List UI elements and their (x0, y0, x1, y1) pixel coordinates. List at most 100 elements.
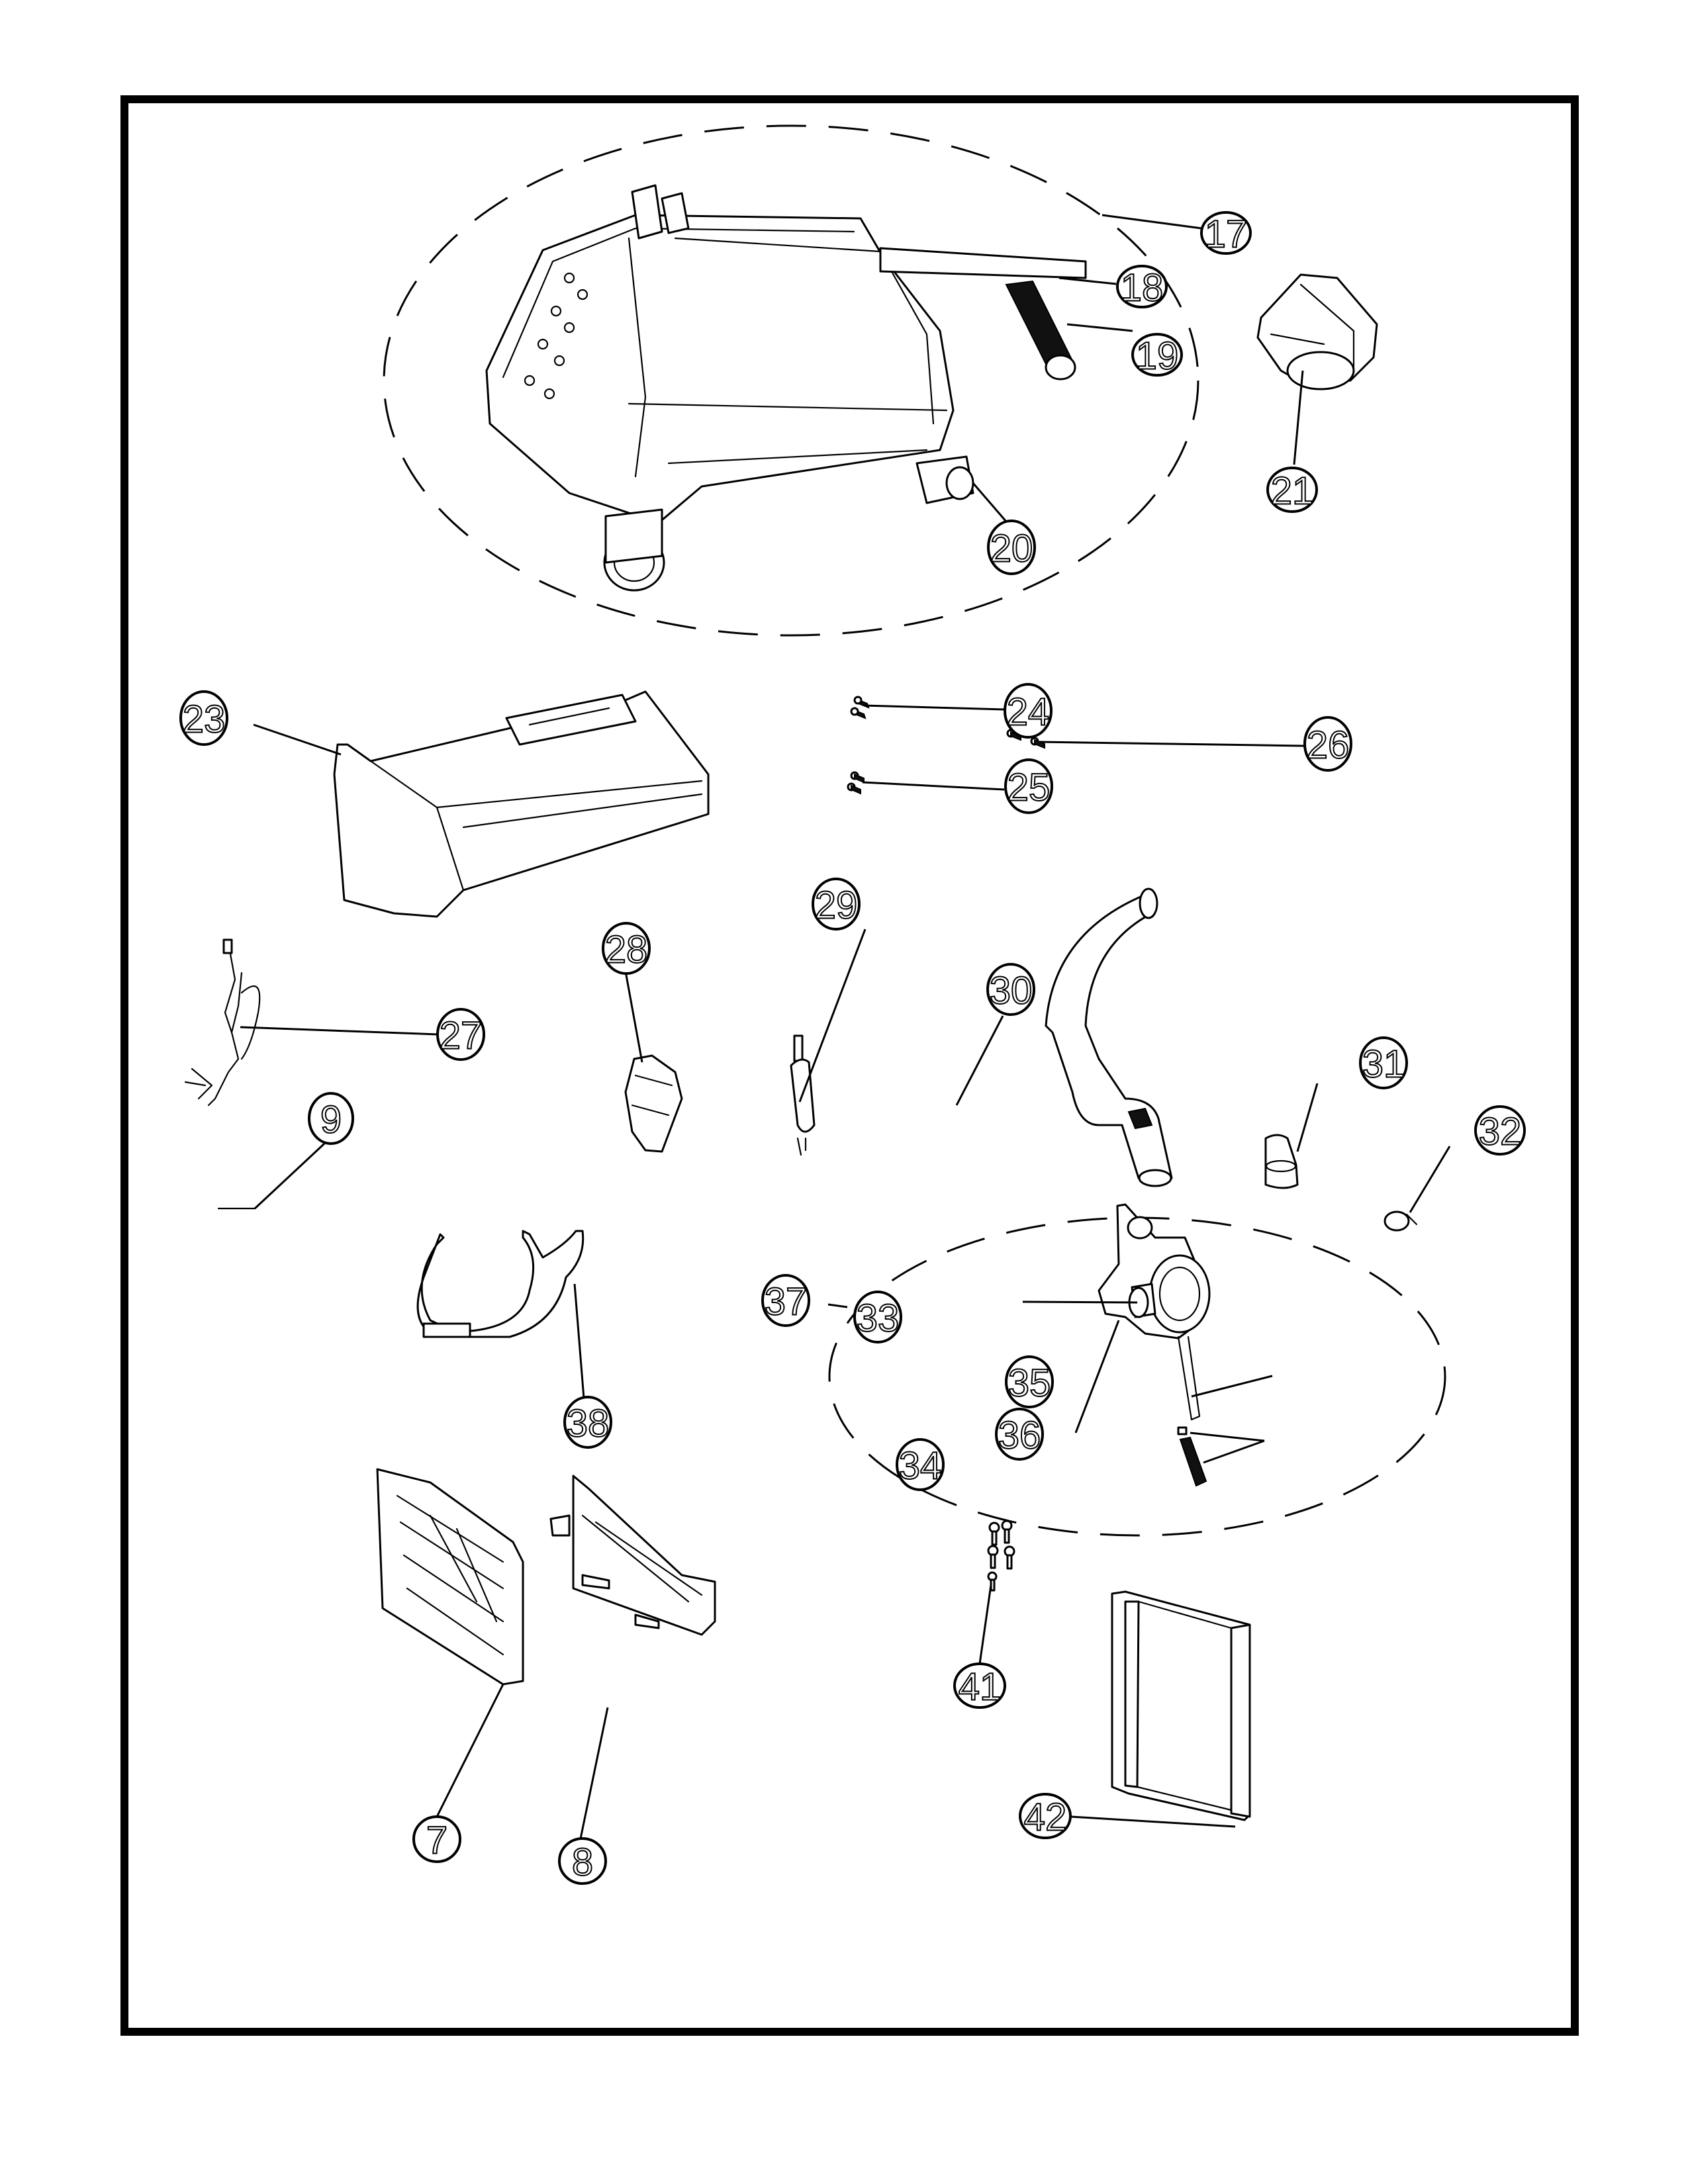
leader-36a (1190, 1432, 1265, 1442)
callout-38-label: 38 (567, 1402, 610, 1445)
callout-37-label: 37 (765, 1281, 808, 1324)
part-bellows-hose[interactable] (1005, 280, 1076, 381)
callout-33-label: 33 (857, 1297, 900, 1340)
leader-42 (1070, 1815, 1236, 1828)
leader-30 (955, 1015, 1004, 1106)
leader-lines (240, 214, 1451, 1839)
leader-35 (1191, 1375, 1273, 1398)
callout-8-label: 8 (572, 1841, 593, 1884)
leader-41 (978, 1584, 992, 1664)
callout-23[interactable]: 23 (179, 690, 228, 746)
callout-36-label: 36 (998, 1414, 1041, 1457)
callout-21-label: 21 (1271, 470, 1314, 513)
leader-34 (1074, 1320, 1120, 1433)
part-wire-harness[interactable] (184, 938, 261, 1107)
leader-17 (1102, 214, 1202, 230)
callout-42-label: 42 (1024, 1796, 1067, 1839)
callout-23-label: 23 (183, 698, 226, 741)
part-door-lock-switch[interactable] (624, 1054, 683, 1153)
part-screws-24[interactable] (850, 696, 870, 719)
callout-9[interactable]: 9 (308, 1092, 354, 1145)
callout-24-label: 24 (1007, 691, 1050, 734)
callout-28-label: 28 (605, 929, 648, 972)
callout-35-label: 35 (1008, 1362, 1051, 1405)
callout-8[interactable]: 8 (558, 1837, 607, 1885)
callout-42[interactable]: 42 (1019, 1793, 1072, 1840)
part-dispenser-housing[interactable] (485, 184, 1087, 592)
part-hose-bracket[interactable] (416, 1230, 585, 1338)
callout-17-label: 17 (1205, 213, 1248, 256)
callout-19-label: 19 (1136, 335, 1179, 378)
callout-24[interactable]: 24 (1004, 683, 1053, 739)
callout-18-label: 18 (1121, 267, 1164, 310)
callouts: 17 18 19 20 21 23 24 25 26 27 28 29 30 3… (179, 211, 1526, 1885)
callout-25[interactable]: 25 (1004, 758, 1053, 814)
leader-19 (1066, 323, 1133, 332)
callout-20[interactable]: 20 (987, 520, 1036, 575)
leader-38 (573, 1283, 585, 1399)
part-tube[interactable] (1177, 1336, 1201, 1421)
leader-26 (1039, 741, 1305, 747)
callout-32-label: 32 (1479, 1111, 1522, 1154)
part-drain-hose[interactable] (1045, 887, 1173, 1187)
callout-36[interactable]: 36 (995, 1408, 1044, 1461)
leader-32 (1409, 1146, 1451, 1213)
callout-27-label: 27 (440, 1015, 483, 1058)
part-drain-pump[interactable] (1098, 1203, 1211, 1340)
callout-7-label: 7 (426, 1819, 447, 1862)
callout-17[interactable]: 17 (1200, 211, 1252, 257)
group-boundary-17 (383, 124, 1199, 637)
part-filter-cap[interactable] (1177, 1426, 1207, 1487)
part-bracket-right[interactable] (549, 1475, 716, 1636)
callout-28[interactable]: 28 (602, 922, 651, 975)
callout-7[interactable]: 7 (412, 1815, 461, 1863)
callout-25-label: 25 (1008, 766, 1051, 809)
callout-37[interactable]: 37 (761, 1274, 810, 1327)
callout-21[interactable]: 21 (1266, 467, 1318, 514)
leader-27 (240, 1026, 439, 1036)
leader-31 (1296, 1083, 1319, 1152)
callout-41-label: 41 (959, 1666, 1002, 1709)
callout-26-label: 26 (1307, 724, 1350, 767)
leader-7 (436, 1684, 504, 1817)
part-water-inlet-valve[interactable] (1256, 273, 1378, 390)
callout-34[interactable]: 34 (896, 1438, 945, 1491)
leader-24 (863, 704, 1005, 711)
leader-36b (1203, 1439, 1265, 1464)
part-screws-41[interactable] (987, 1520, 1015, 1592)
callout-35[interactable]: 35 (1005, 1355, 1054, 1408)
part-dispenser-drawer[interactable] (333, 690, 710, 918)
callout-34-label: 34 (899, 1445, 942, 1488)
leader-21 (1293, 370, 1304, 465)
vent-holes (524, 272, 588, 400)
part-bracket-left[interactable] (376, 1468, 524, 1686)
callout-20-label: 20 (990, 527, 1033, 570)
part-door-frame-panel[interactable] (1111, 1590, 1251, 1821)
callout-31[interactable]: 31 (1359, 1036, 1408, 1089)
callout-30-label: 30 (990, 970, 1033, 1013)
callout-26[interactable]: 26 (1303, 716, 1352, 772)
diagram-frame (120, 95, 1579, 2036)
callout-29-label: 29 (815, 884, 858, 927)
callout-31-label: 31 (1362, 1043, 1405, 1086)
callout-38[interactable]: 38 (563, 1396, 612, 1449)
callout-9-label: 9 (320, 1099, 342, 1142)
leader-8 (579, 1707, 609, 1839)
leader-28 (624, 971, 643, 1063)
callout-41[interactable]: 41 (953, 1662, 1006, 1709)
callout-32[interactable]: 32 (1474, 1105, 1526, 1156)
part-screws-25[interactable] (847, 771, 865, 795)
leader-23 (253, 723, 342, 756)
callout-33[interactable]: 33 (853, 1291, 902, 1343)
callout-30[interactable]: 30 (986, 963, 1035, 1016)
leader-25 (862, 781, 1005, 791)
leader-20 (972, 482, 1008, 522)
callout-19[interactable]: 19 (1131, 333, 1183, 379)
callout-18[interactable]: 18 (1116, 265, 1168, 310)
leader-9 (254, 1142, 326, 1210)
part-hose-clamp[interactable] (1383, 1210, 1418, 1232)
callout-29[interactable]: 29 (812, 878, 861, 931)
part-hose-elbow[interactable] (1264, 1134, 1299, 1189)
callout-27[interactable]: 27 (436, 1008, 485, 1061)
